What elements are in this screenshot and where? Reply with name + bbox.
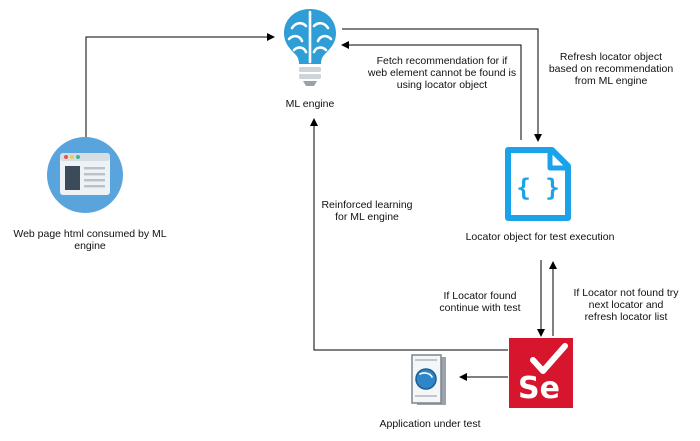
reinforced-learning-label: Reinforced learning for ML engine <box>321 199 413 223</box>
locator-not-found-label: If Locator not found try next locator an… <box>573 287 679 323</box>
edge-refresh-locator <box>342 28 542 142</box>
locator-found-label: If Locator found continue with test <box>439 290 521 314</box>
edge-webpage-to-ml-engine <box>85 33 275 140</box>
code-file-icon: { } <box>505 147 571 221</box>
brain-bulb-icon <box>284 9 336 86</box>
edge-fetch-recommendation <box>341 41 522 140</box>
application-label: Application under test <box>379 418 481 430</box>
ml-engine-label: ML engine <box>285 98 335 110</box>
webpage-label: Web page html consumed by ML engine <box>13 228 167 252</box>
edge-reinforced-learning <box>310 118 508 351</box>
selenium-logo-text: Se <box>518 371 560 406</box>
fetch-recommendation-label: Fetch recommendation for if web element … <box>367 55 517 91</box>
application-icon <box>411 354 446 405</box>
webpage-icon <box>47 137 123 213</box>
locator-object-label: Locator object for test execution <box>465 231 615 243</box>
selenium-icon: Se <box>509 338 573 408</box>
svg-text:{ }: { } <box>516 174 559 202</box>
refresh-locator-label: Refresh locator object based on recommen… <box>548 51 674 87</box>
